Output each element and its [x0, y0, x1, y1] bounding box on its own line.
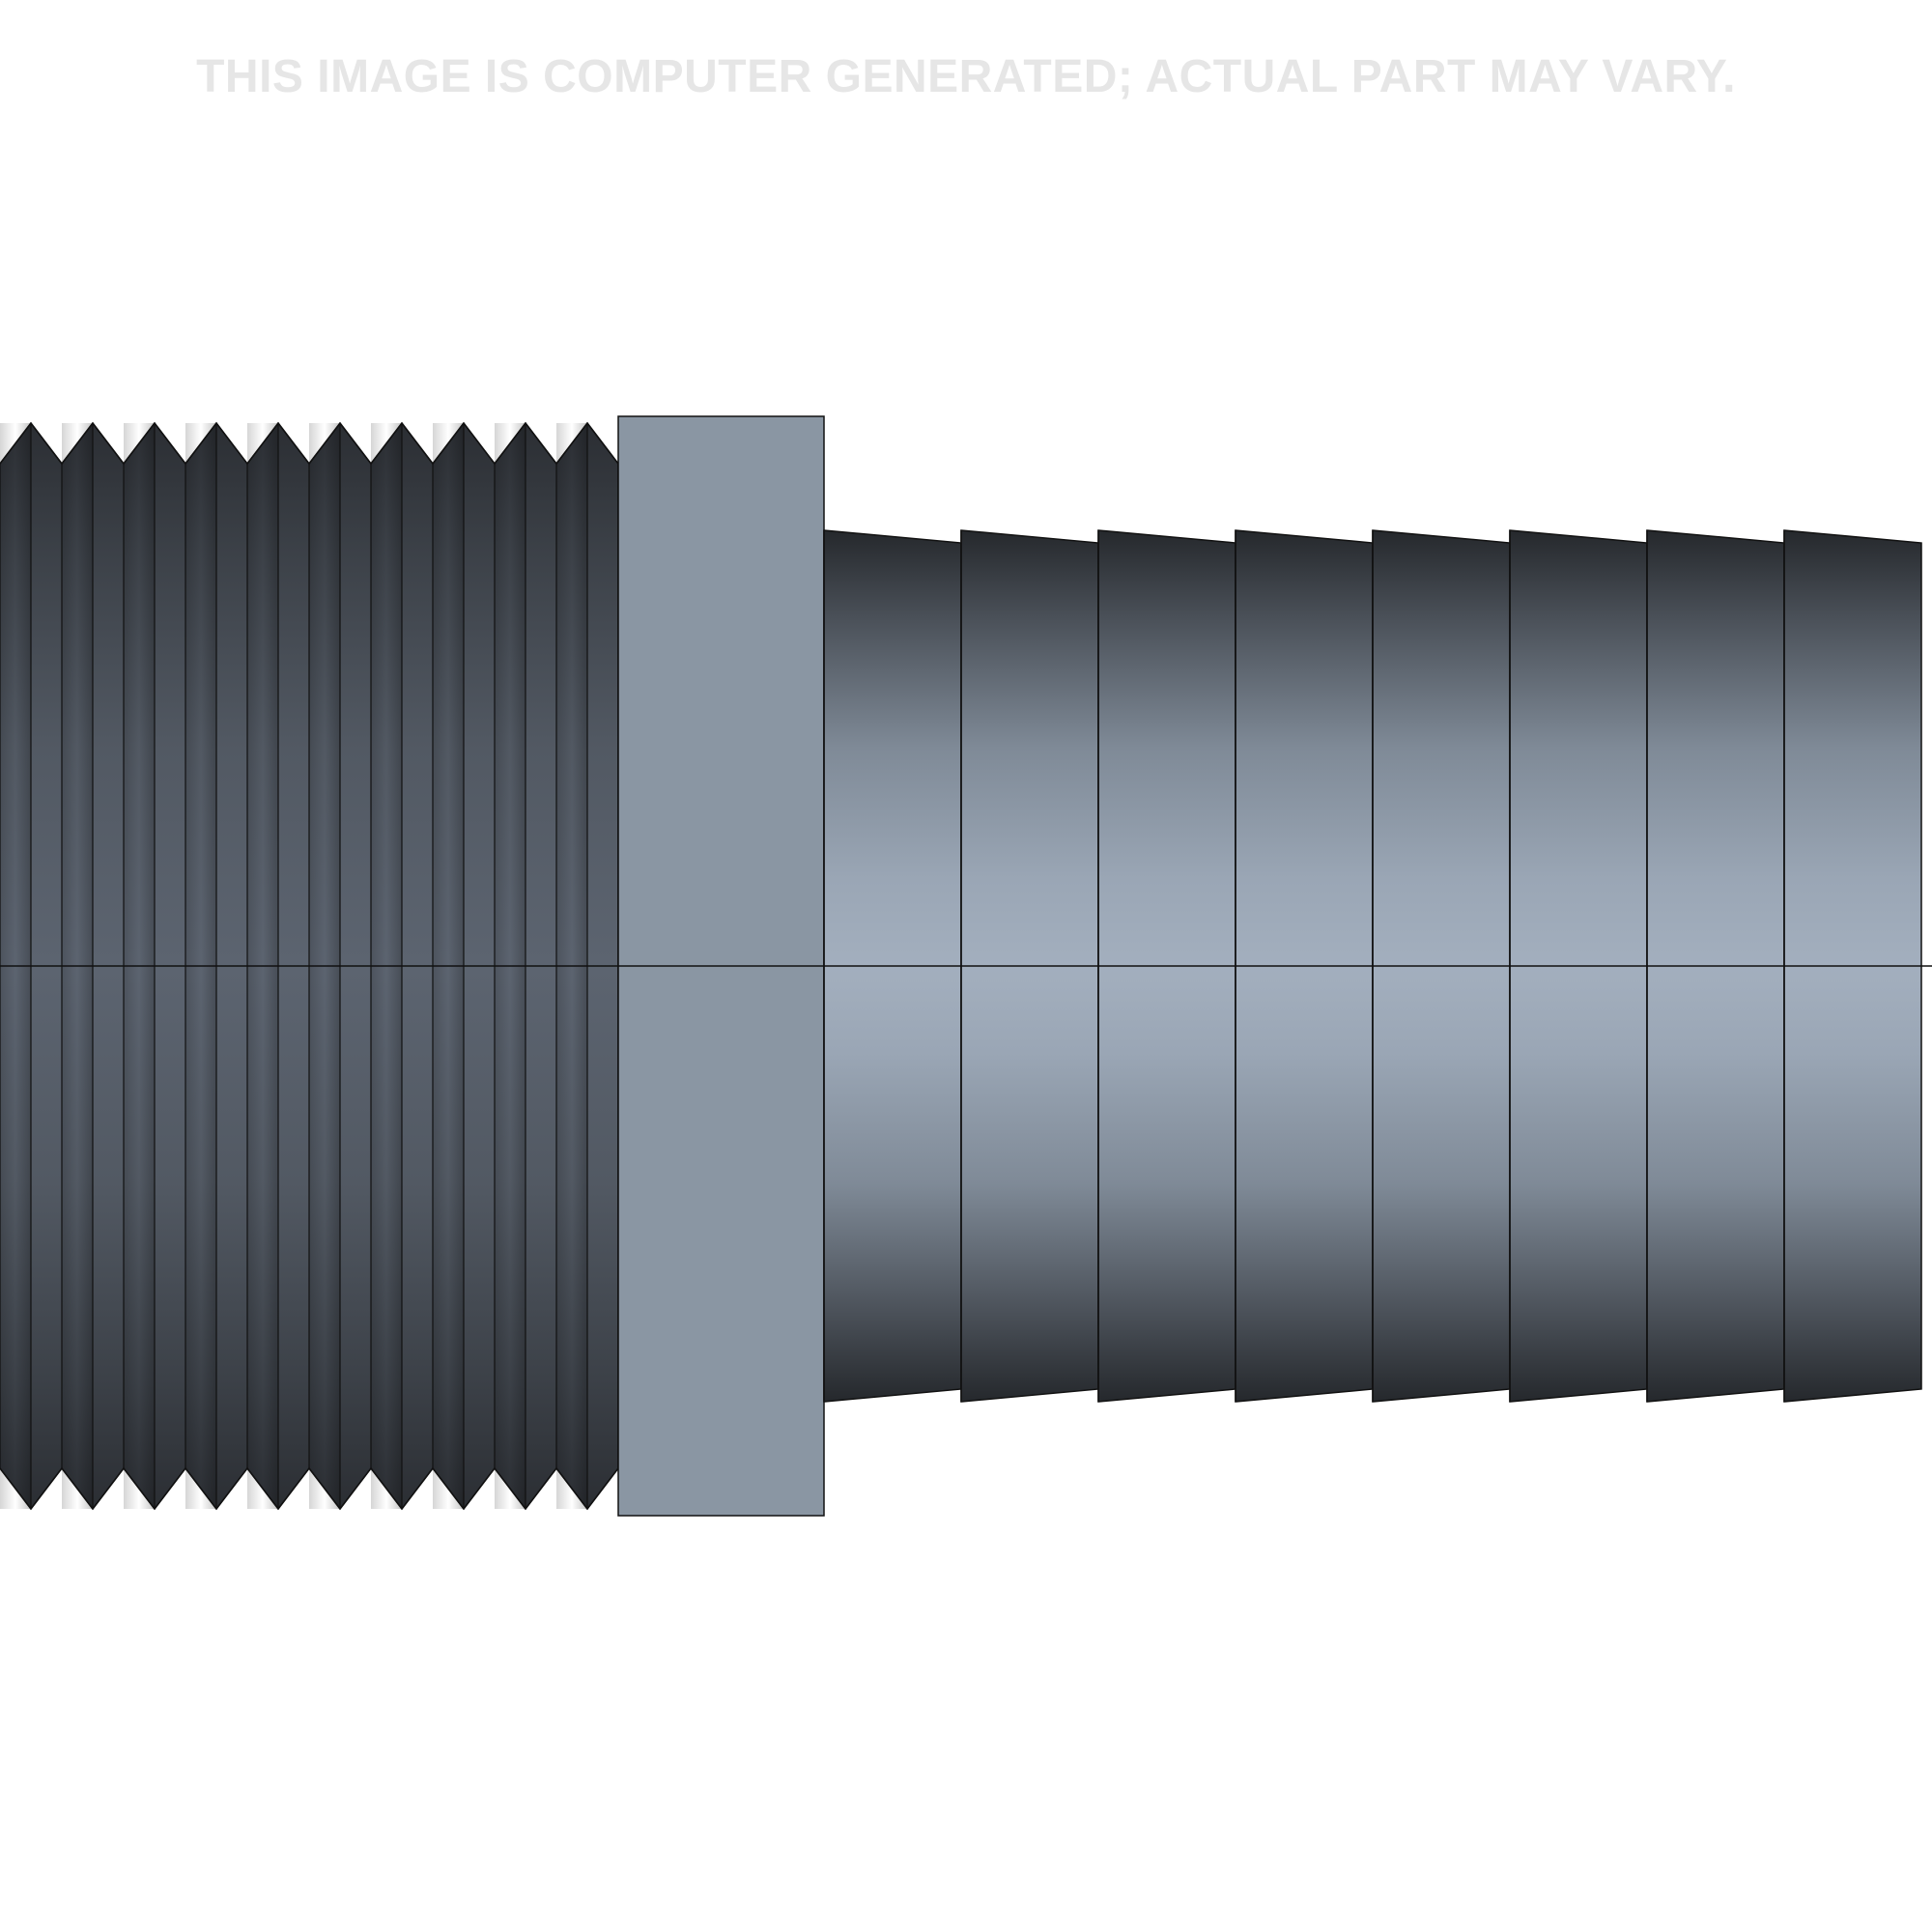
disclaimer-watermark: THIS IMAGE IS COMPUTER GENERATED; ACTUAL…	[196, 51, 1736, 102]
thread-section	[0, 421, 619, 1511]
